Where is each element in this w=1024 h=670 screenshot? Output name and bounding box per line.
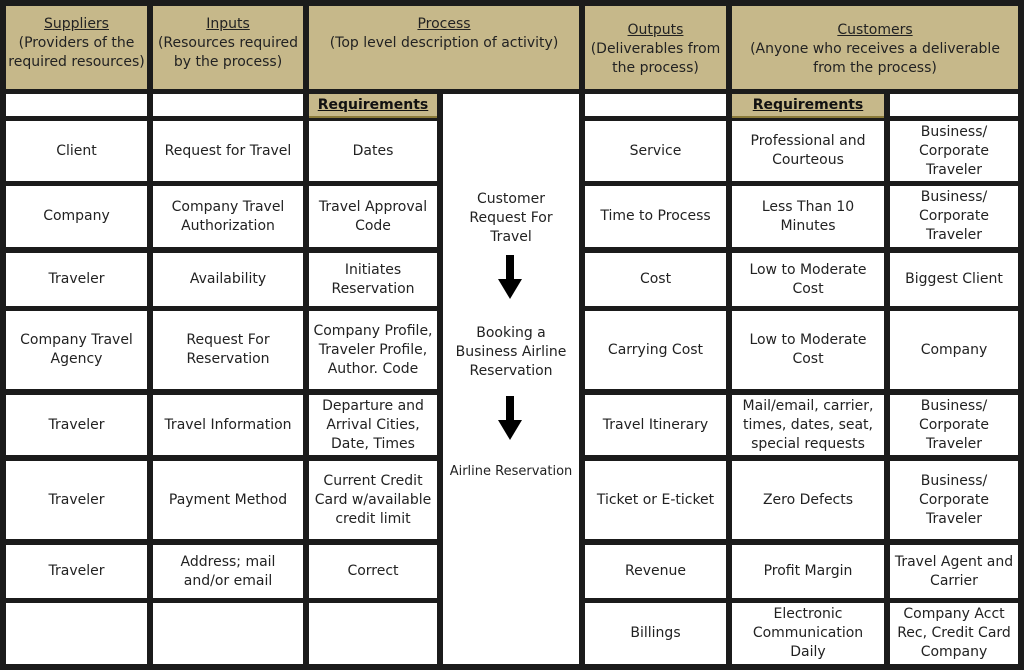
output-cell: Ticket or E-ticket xyxy=(585,461,726,539)
process-step-3: Airline Reservation xyxy=(449,464,573,479)
output-cell: Service xyxy=(585,121,726,181)
subheader-customers-blank xyxy=(890,94,1018,116)
input-cell: Company Travel Authorization xyxy=(153,186,303,247)
output-cell: Revenue xyxy=(585,545,726,598)
header-outputs: Outputs (Deliverables from the process) xyxy=(585,6,726,89)
subheader-outputs-blank xyxy=(585,94,726,116)
input-cell: Availability xyxy=(153,253,303,306)
header-process-title: Process xyxy=(417,16,471,32)
header-suppliers: Suppliers (Providers of the required res… xyxy=(6,6,147,89)
process-requirement-cell: Company Profile, Traveler Profile, Autho… xyxy=(309,311,437,389)
output-cell: Billings xyxy=(585,603,726,664)
input-cell: Travel Information xyxy=(153,395,303,455)
customer-cell: Company xyxy=(890,311,1018,389)
output-requirements-label: Requirements xyxy=(732,94,884,118)
header-inputs: Inputs (Resources required by the proces… xyxy=(153,6,303,89)
process-requirement-cell: Departure and Arrival Cities, Date, Time… xyxy=(309,395,437,455)
output-requirement-cell: Zero Defects xyxy=(732,461,884,539)
supplier-cell: Client xyxy=(6,121,147,181)
output-cell: Time to Process xyxy=(585,186,726,247)
output-requirement-cell: Electronic Communication Daily xyxy=(732,603,884,664)
process-requirement-cell: Travel Approval Code xyxy=(309,186,437,247)
process-requirement-cell: Dates xyxy=(309,121,437,181)
output-requirement-cell: Mail/email, carrier, times, dates, seat,… xyxy=(732,395,884,455)
supplier-cell: Traveler xyxy=(6,545,147,598)
customer-cell: Business/ Corporate Traveler xyxy=(890,121,1018,181)
output-cell: Carrying Cost xyxy=(585,311,726,389)
process-requirement-cell xyxy=(309,603,437,664)
header-inputs-title: Inputs xyxy=(206,16,250,32)
input-cell: Request for Travel xyxy=(153,121,303,181)
output-requirement-cell: Low to Moderate Cost xyxy=(732,253,884,306)
supplier-cell: Traveler xyxy=(6,395,147,455)
header-customers-desc: (Anyone who receives a deliverable from … xyxy=(750,41,1000,76)
output-requirement-cell: Less Than 10 Minutes xyxy=(732,186,884,247)
process-requirement-cell: Initiates Reservation xyxy=(309,253,437,306)
input-cell: Payment Method xyxy=(153,461,303,539)
customer-cell: Company Acct Rec, Credit Card Company xyxy=(890,603,1018,664)
output-requirement-cell: Professional and Courteous xyxy=(732,121,884,181)
header-outputs-title: Outputs xyxy=(627,22,684,38)
supplier-cell xyxy=(6,603,147,664)
customer-cell: Business/ Corporate Traveler xyxy=(890,461,1018,539)
header-outputs-desc: (Deliverables from the process) xyxy=(590,41,721,76)
process-step-2: Booking a Business Airline Reservation xyxy=(455,325,567,379)
process-step-1: Customer Request For Travel xyxy=(469,191,553,245)
output-requirement-cell: Profit Margin xyxy=(732,545,884,598)
output-requirement-cell: Low to Moderate Cost xyxy=(732,311,884,389)
input-cell: Request For Reservation xyxy=(153,311,303,389)
down-arrow-icon xyxy=(498,255,522,299)
supplier-cell: Company xyxy=(6,186,147,247)
customer-cell: Business/ Corporate Traveler xyxy=(890,395,1018,455)
header-suppliers-desc: (Providers of the required resources) xyxy=(8,35,145,70)
customer-cell: Travel Agent and Carrier xyxy=(890,545,1018,598)
header-suppliers-title: Suppliers xyxy=(44,16,109,32)
input-cell xyxy=(153,603,303,664)
down-arrow-icon xyxy=(498,396,522,440)
supplier-cell: Company Travel Agency xyxy=(6,311,147,389)
process-flow-panel xyxy=(443,94,579,664)
subheader-suppliers-blank xyxy=(6,94,147,116)
header-inputs-desc: (Resources required by the process) xyxy=(157,35,299,70)
output-cell: Travel Itinerary xyxy=(585,395,726,455)
header-customers-title: Customers xyxy=(837,22,913,38)
supplier-cell: Traveler xyxy=(6,461,147,539)
header-customers: Customers (Anyone who receives a deliver… xyxy=(732,6,1018,89)
input-cell: Address; mail and/or email xyxy=(153,545,303,598)
process-requirements-label: Requirements xyxy=(309,94,437,118)
output-cell: Cost xyxy=(585,253,726,306)
header-process-desc: (Top level description of activity) xyxy=(329,35,559,51)
process-requirement-cell: Current Credit Card w/available credit l… xyxy=(309,461,437,539)
subheader-inputs-blank xyxy=(153,94,303,116)
customer-cell: Business/ Corporate Traveler xyxy=(890,186,1018,247)
process-requirement-cell: Correct xyxy=(309,545,437,598)
header-process: Process (Top level description of activi… xyxy=(309,6,579,89)
customer-cell: Biggest Client xyxy=(890,253,1018,306)
supplier-cell: Traveler xyxy=(6,253,147,306)
